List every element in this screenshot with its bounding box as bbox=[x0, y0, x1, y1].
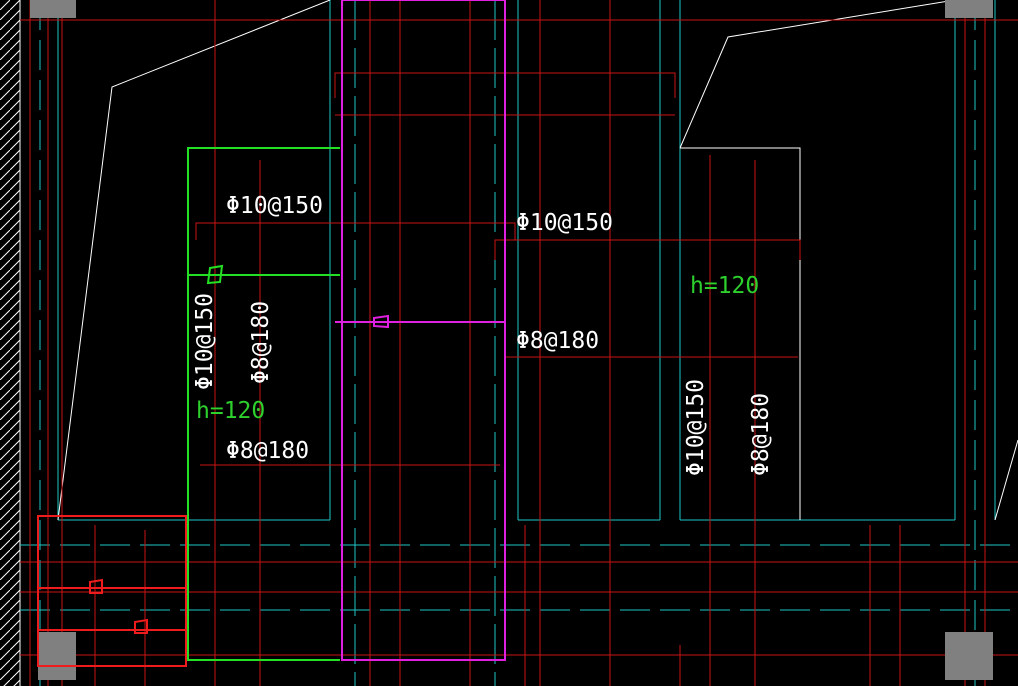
red-rebar-lines bbox=[20, 0, 1018, 686]
selection-green-region[interactable] bbox=[187, 147, 340, 661]
rebar-label-top-left: Φ10@150 bbox=[226, 193, 323, 219]
rebar-label-left-vertical-1: Φ10@150 bbox=[192, 293, 218, 390]
rebar-label-top-mid: Φ10@150 bbox=[516, 210, 613, 236]
slab-thickness-left: h=120 bbox=[196, 398, 265, 424]
rebar-label-bottom-left: Φ8@180 bbox=[226, 438, 309, 464]
wall-hatch bbox=[0, 0, 21, 686]
rebar-label-mid: Φ8@180 bbox=[516, 328, 599, 354]
rebar-label-right-vertical-2: Φ8@180 bbox=[748, 393, 774, 476]
slab-outlines bbox=[57, 0, 1018, 521]
rebar-label-left-vertical-2: Φ8@180 bbox=[248, 301, 274, 384]
slab-thickness-right: h=120 bbox=[690, 273, 759, 299]
selection-red-region[interactable] bbox=[37, 515, 187, 667]
columns bbox=[30, 0, 993, 680]
selection-magenta-region[interactable] bbox=[335, 0, 506, 661]
rebar-label-right-vertical-1: Φ10@150 bbox=[683, 379, 709, 476]
